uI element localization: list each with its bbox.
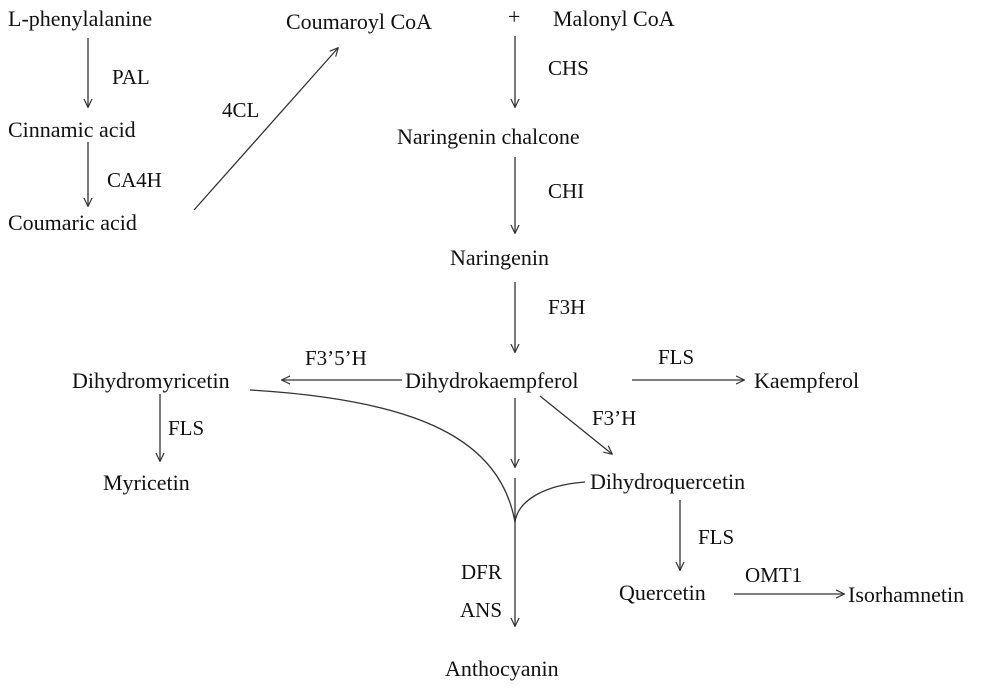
enzyme-chs: CHS	[548, 56, 589, 80]
node-dihydrokaempferol: Dihydrokaempferol	[405, 368, 579, 393]
node-quercetin: Quercetin	[619, 580, 706, 605]
node-anthocyanin: Anthocyanin	[445, 656, 559, 681]
enzyme-f3h: F3H	[548, 295, 586, 319]
enzyme-fls-kaempferol: FLS	[658, 345, 695, 369]
enzyme-dfr: DFR	[461, 560, 502, 584]
enzyme-f35h: F3’5’H	[305, 346, 367, 370]
node-dihydroquercetin: Dihydroquercetin	[590, 469, 746, 494]
node-malonyl-coa: Malonyl CoA	[553, 6, 675, 31]
node-isorhamnetin: Isorhamnetin	[848, 582, 965, 607]
enzyme-f3prime-h: F3’H	[592, 406, 637, 430]
curve-dihydroquercetin-convergence	[514, 481, 586, 523]
enzyme-ans: ANS	[460, 598, 503, 622]
enzyme-4cl: 4CL	[222, 98, 260, 122]
node-dihydromyricetin: Dihydromyricetin	[72, 368, 230, 393]
enzyme-fls-myricetin: FLS	[168, 416, 205, 440]
arrow-dihydrokaempferol-dihydroquercetin	[539, 395, 612, 454]
node-l-phenylalanine: L-phenylalanine	[8, 6, 153, 31]
enzyme-pal: PAL	[112, 65, 150, 89]
enzyme-chi: CHI	[548, 179, 585, 203]
node-kaempferol: Kaempferol	[754, 368, 860, 393]
plus-sign: +	[508, 4, 521, 29]
node-naringenin: Naringenin	[450, 245, 549, 270]
node-myricetin: Myricetin	[103, 470, 190, 495]
curve-dihydromyricetin-convergence	[249, 389, 516, 523]
enzyme-ca4h: CA4H	[107, 168, 162, 192]
node-cinnamic-acid: Cinnamic acid	[8, 117, 136, 142]
enzyme-fls-quercetin: FLS	[698, 525, 735, 549]
enzyme-omt1: OMT1	[745, 563, 803, 587]
node-coumaroyl-coa: Coumaroyl CoA	[286, 9, 433, 34]
node-naringenin-chalcone: Naringenin chalcone	[397, 124, 580, 149]
node-coumaric-acid: Coumaric acid	[8, 210, 137, 235]
arrow-coumaric-coumaroyl	[193, 48, 338, 211]
